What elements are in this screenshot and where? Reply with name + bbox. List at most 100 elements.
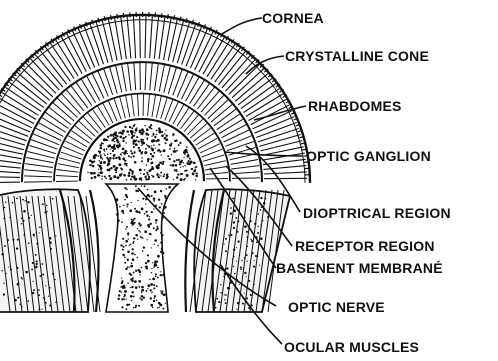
- nerve-dot: [133, 295, 135, 297]
- facet-tick: [123, 13, 124, 18]
- stipple-dot: [125, 160, 127, 162]
- muscle-dot: [244, 217, 245, 218]
- nerve-dot: [160, 271, 161, 272]
- muscle-dot: [250, 220, 251, 221]
- muscle-dot: [49, 305, 51, 307]
- muscle-dot: [236, 231, 238, 233]
- nerve-dot: [133, 237, 135, 239]
- nerve-dot: [157, 255, 160, 258]
- nerve-dot: [165, 197, 167, 199]
- nerve-dot: [132, 277, 134, 279]
- stipple-dot: [180, 173, 182, 175]
- nerve-dot: [133, 307, 134, 308]
- stipple-dot: [104, 151, 105, 152]
- stipple-dot: [110, 153, 112, 155]
- stipple-dot: [180, 167, 181, 168]
- nerve-dot: [144, 213, 146, 215]
- stipple-dot: [138, 149, 141, 152]
- nerve-dot: [121, 306, 123, 308]
- muscle-dot: [37, 247, 38, 248]
- stipple-dot: [112, 150, 114, 152]
- muscle-dot: [225, 302, 227, 304]
- nerve-dot: [124, 257, 126, 259]
- stipple-dot: [125, 142, 126, 143]
- nerve-dot: [128, 266, 129, 267]
- stipple-dot: [122, 148, 125, 151]
- muscle-dot: [225, 294, 227, 296]
- nerve-dot: [125, 268, 127, 270]
- nerve-dot: [125, 308, 127, 310]
- nerve-dot: [126, 226, 128, 228]
- muscle-dot: [43, 297, 45, 299]
- stipple-dot: [131, 173, 133, 175]
- nerve-dot: [156, 228, 158, 230]
- stipple-dot: [150, 153, 152, 155]
- stipple-dot: [141, 128, 144, 131]
- stipple-dot: [101, 176, 102, 177]
- muscle-dot: [234, 273, 235, 274]
- nerve-dot: [150, 297, 152, 299]
- nerve-dot: [146, 239, 147, 240]
- stipple-dot: [132, 171, 134, 173]
- stipple-dot: [163, 149, 166, 152]
- stipple-dot: [134, 132, 136, 134]
- stipple-dot: [131, 156, 132, 157]
- stipple-dot: [152, 150, 154, 152]
- nerve-dot: [168, 186, 171, 189]
- stipple-dot: [119, 158, 121, 160]
- stipple-dot: [93, 155, 96, 158]
- nerve-dot: [141, 267, 143, 269]
- label-optic-ganglion: OPTIC GANGLION: [306, 148, 431, 164]
- stipple-dot: [98, 156, 99, 157]
- muscle-dot: [257, 232, 259, 234]
- stipple-dot: [169, 144, 172, 147]
- nerve-dot: [142, 289, 143, 290]
- nerve-dot: [142, 198, 144, 200]
- nerve-dot: [162, 274, 165, 277]
- stipple-dot: [151, 175, 152, 176]
- nerve-dot: [149, 216, 150, 217]
- muscle-dot: [230, 207, 232, 209]
- nerve-dot: [134, 208, 136, 210]
- nerve-dot: [122, 280, 123, 281]
- stipple-dot: [157, 174, 159, 176]
- stipple-dot: [104, 154, 105, 155]
- nerve-dot: [135, 185, 137, 187]
- stipple-dot: [109, 157, 112, 160]
- stipple-dot: [120, 153, 122, 155]
- stipple-dot: [135, 129, 138, 132]
- muscle-dot: [262, 220, 264, 222]
- nerve-dot: [127, 260, 129, 262]
- nerve-dot: [133, 218, 135, 220]
- muscle-dot: [215, 307, 217, 309]
- stipple-dot: [100, 156, 102, 158]
- nerve-dot: [147, 254, 149, 256]
- muscle-dot: [38, 309, 40, 311]
- nerve-dot: [116, 198, 119, 201]
- muscle-dot: [233, 256, 235, 258]
- stipple-dot: [156, 129, 158, 131]
- stipple-dot: [100, 153, 101, 154]
- nerve-dot: [130, 243, 132, 245]
- muscle-dot: [4, 245, 6, 247]
- nerve-dot: [121, 282, 123, 284]
- stipple-dot: [147, 139, 148, 140]
- stipple-dot: [99, 153, 100, 154]
- stipple-dot: [121, 132, 124, 135]
- muscle-dot: [246, 254, 248, 256]
- nerve-dot: [149, 223, 151, 225]
- nerve-dot: [131, 252, 134, 255]
- muscle-dot: [3, 293, 5, 295]
- stipple-dot: [103, 149, 105, 151]
- nerve-dot: [130, 265, 133, 268]
- nerve-dot: [117, 298, 119, 300]
- stipple-dot: [149, 169, 151, 171]
- stipple-dot: [152, 155, 155, 158]
- muscle-dot: [250, 210, 252, 212]
- stipple-dot: [107, 153, 109, 155]
- stipple-dot: [120, 136, 122, 138]
- optic-nerve-shape: [106, 184, 178, 312]
- stipple-dot: [136, 127, 137, 128]
- muscle-dot: [33, 234, 35, 236]
- stipple-dot: [183, 151, 186, 154]
